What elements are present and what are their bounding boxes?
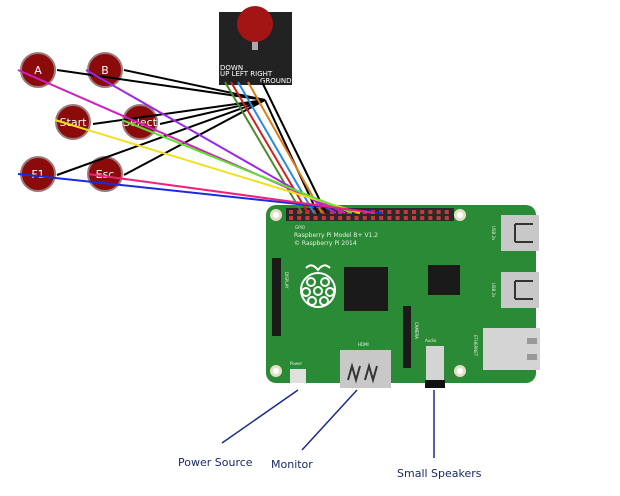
ground-wire [123,69,266,101]
button-wire [87,173,376,214]
gpio-pin[interactable] [412,216,416,220]
camera-connector [403,306,411,368]
gpio-pin[interactable] [289,216,293,220]
button-label: F1 [31,168,44,181]
gpio-pin[interactable] [321,216,326,220]
monitor-label: Monitor [271,458,313,471]
usb-label: USB 2x [491,226,496,241]
usb-label: USB 2x [491,283,496,298]
gpio-pin[interactable] [371,216,375,220]
hdmi-port[interactable]: HDMI [340,342,391,388]
model-label: Raspberry Pi Model B+ V1.2 [294,232,378,239]
audio-jack[interactable]: Audio [425,338,445,388]
gpio-header [286,208,454,221]
joystick-wire [237,81,315,214]
joystick-direction-label: UP LEFT RIGHT [220,70,273,78]
usb-chip [428,265,460,295]
power-label: Power [290,361,302,366]
speakers-label: Small Speakers [397,467,482,480]
annotation-lines [221,389,435,458]
gpio-pin[interactable] [387,216,392,220]
button-f1[interactable]: F1 [20,156,56,192]
button-label: Start [60,116,88,129]
ground-wire [159,99,266,125]
joystick[interactable]: DOWN UP LEFT RIGHT GROUND [219,6,292,85]
soc-chip [344,267,388,311]
gpio-label: GPIO [295,225,305,230]
ground-wire [56,69,266,101]
ethernet-label: ETHERNET [473,335,478,357]
gpio-pin[interactable] [412,210,416,214]
gpio-pin[interactable] [436,210,441,214]
button-label: A [34,64,42,77]
button-a[interactable]: A [20,52,56,88]
ground-wire [56,99,266,176]
button-start[interactable]: Start [55,104,91,140]
hdmi-label: HDMI [358,342,369,347]
camera-label: CAMERA [414,322,419,339]
gpio-pin[interactable] [297,210,302,214]
gpio-pin[interactable] [330,210,334,214]
gpio-pin[interactable] [305,216,310,220]
gpio-pin[interactable] [444,210,449,214]
gpio-pin[interactable] [330,216,334,220]
gpio-pin[interactable] [297,216,302,220]
gpio-pin[interactable] [338,210,343,214]
raspberry-pi-board: GPIO Raspberry Pi Model B+ V1.2 © Raspbe… [266,205,540,388]
gpio-pin[interactable] [313,216,318,220]
gpio-pin[interactable] [428,216,433,220]
gpio-pin[interactable] [395,210,400,214]
button-wire [121,119,353,214]
display-connector [272,258,281,336]
gpio-pin[interactable] [354,216,359,220]
button-wire [54,119,361,214]
gpio-pin[interactable] [387,210,392,214]
joystick-down-label: DOWN [220,64,243,72]
gpio-pin[interactable] [362,216,367,220]
gpio-pin[interactable] [321,210,326,214]
ground-wire [92,99,266,125]
audio-label: Audio [425,338,437,343]
gpio-pin[interactable] [444,216,449,220]
gpio-pin[interactable] [403,210,408,214]
gpio-pin[interactable] [289,210,293,214]
gpio-pin[interactable] [420,216,425,220]
gpio-pin[interactable] [346,216,351,220]
power-source-label: Power Source [178,456,253,469]
ground-wire [123,99,266,176]
display-label: DISPLAY [284,272,289,289]
gpio-pin[interactable] [395,216,400,220]
ethernet-port[interactable]: ETHERNET [473,328,540,370]
joystick-ground-label: GROUND [260,77,292,85]
gpio-pin[interactable] [403,216,408,220]
gpio-pin[interactable] [436,216,441,220]
usb-port-2[interactable]: USB 2x [491,272,539,308]
gpio-pin[interactable] [379,216,384,220]
joystick-wire [261,81,327,214]
gpio-pin[interactable] [338,216,343,220]
gpio-pin[interactable] [420,210,425,214]
gpio-pin[interactable] [428,210,433,214]
raspberry-logo [300,264,336,308]
copyright-label: © Raspberry Pi 2014 [294,240,357,247]
button-label: B [101,64,109,77]
gpio-pin[interactable] [313,210,318,214]
joystick-wire [247,81,323,214]
power-port[interactable]: Power [290,361,306,383]
usb-port-1[interactable]: USB 2x [491,215,539,251]
